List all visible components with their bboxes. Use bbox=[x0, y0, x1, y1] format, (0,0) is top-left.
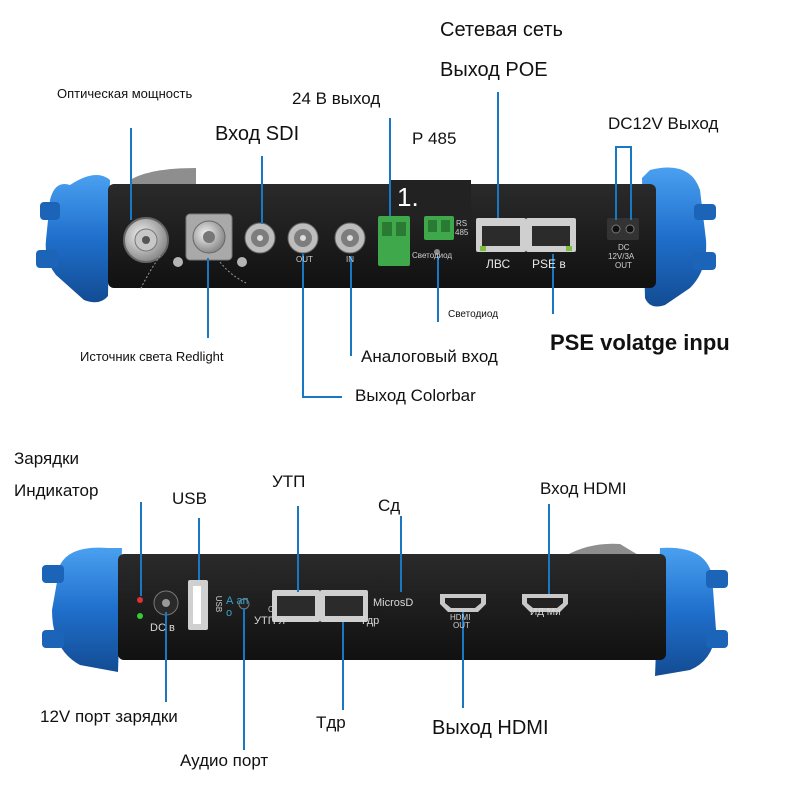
tag-number: 1. bbox=[391, 180, 471, 214]
callout-line bbox=[302, 254, 304, 398]
hdmi-out-print: OUT bbox=[453, 621, 470, 630]
dc-in-port[interactable] bbox=[153, 590, 179, 616]
tdr-print: Тдр bbox=[360, 615, 380, 627]
callout-line bbox=[165, 612, 167, 702]
hdmi-in-label: Вход HDMI bbox=[540, 479, 627, 498]
left-bumper-bottom bbox=[42, 547, 122, 672]
callout-line bbox=[462, 612, 464, 708]
hdmi-in-print: ИД Ми bbox=[530, 607, 561, 618]
callout-line bbox=[130, 128, 132, 220]
dc12v-out-port[interactable] bbox=[607, 218, 639, 240]
left-bumper bbox=[36, 175, 110, 303]
utp-label: УТП bbox=[272, 472, 306, 491]
audio-o-print: о bbox=[226, 607, 233, 619]
redlight-source-label: Источник света Redlight bbox=[80, 349, 224, 364]
rs485-terminal[interactable] bbox=[424, 216, 454, 255]
dc-out-print: OUT bbox=[615, 261, 632, 270]
callout-line bbox=[207, 258, 209, 338]
led-print: Светодиод bbox=[412, 251, 453, 260]
callout-line bbox=[615, 146, 632, 148]
callout-line bbox=[548, 504, 550, 594]
utp-s-print: С) bbox=[268, 605, 277, 614]
dc-rating-print: 12V/3A bbox=[608, 252, 635, 261]
charge-led-green bbox=[137, 613, 143, 619]
port-12v-label: 12V порт зарядки bbox=[40, 707, 178, 726]
pse-print: PSE в bbox=[532, 257, 566, 271]
analog-in-label: Аналоговый вход bbox=[361, 347, 498, 366]
callout-line bbox=[437, 256, 439, 322]
hdmi-print: HDMI bbox=[450, 613, 471, 622]
pse-port[interactable] bbox=[526, 218, 576, 252]
callout-line bbox=[140, 502, 142, 596]
usb-print: USB bbox=[214, 595, 224, 613]
colorbar-out-label: Выход Colorbar bbox=[355, 386, 476, 405]
callout-line bbox=[400, 516, 402, 592]
right-bumper-bottom bbox=[655, 547, 728, 676]
dc12v-out-label: DC12V Выход bbox=[608, 114, 719, 133]
tdr-label: Тдр bbox=[316, 713, 346, 732]
usb-port[interactable] bbox=[188, 580, 208, 630]
lan-print: ЛВС bbox=[486, 257, 511, 271]
indicator-label: Индикатор bbox=[14, 481, 99, 500]
callout-line bbox=[198, 518, 200, 580]
sdi-in-label: Вход SDI bbox=[215, 123, 300, 145]
redlight-port[interactable] bbox=[139, 213, 247, 291]
hdmi-out-port[interactable] bbox=[440, 594, 486, 612]
v24-terminal[interactable] bbox=[378, 216, 410, 266]
lan-port[interactable] bbox=[476, 218, 526, 252]
v24-out-label: 24 В выход bbox=[292, 89, 381, 108]
callout-line bbox=[630, 146, 632, 220]
sd-label: Сд bbox=[378, 496, 401, 515]
usb-label: USB bbox=[172, 489, 207, 508]
callout-line bbox=[389, 118, 391, 216]
network-title: Сетевая сеть bbox=[440, 19, 563, 41]
callout-line bbox=[302, 396, 342, 398]
callout-line bbox=[261, 156, 263, 224]
right-bumper bbox=[642, 167, 716, 307]
analog-bnc-port[interactable] bbox=[334, 222, 366, 254]
pse-voltage-label: PSE volatge inpu bbox=[550, 330, 730, 355]
callout-line bbox=[342, 622, 344, 710]
callout-line bbox=[243, 608, 245, 750]
callout-line bbox=[552, 254, 554, 314]
charge-led-red bbox=[137, 597, 143, 603]
sdi-bnc-port[interactable] bbox=[244, 222, 276, 254]
callout-line bbox=[497, 92, 499, 218]
utp-port[interactable] bbox=[272, 590, 320, 622]
bottom-panel-body bbox=[118, 554, 666, 660]
hdmi-out-label: Выход HDMI bbox=[432, 717, 549, 739]
charging-label: Зарядки bbox=[14, 449, 80, 468]
out-print: OUT bbox=[296, 255, 313, 264]
audio-port-label: Аудио порт bbox=[180, 751, 269, 770]
optical-power-label: Оптическая мощность bbox=[57, 86, 193, 101]
utp-print: УТП л bbox=[254, 615, 286, 627]
tdr-port[interactable] bbox=[320, 590, 368, 622]
rs485-print: 485 bbox=[455, 228, 469, 237]
callout-line bbox=[350, 256, 352, 356]
in-print: IN bbox=[346, 255, 354, 264]
rs-print: RS bbox=[456, 219, 468, 228]
dc-print: DC bbox=[618, 243, 630, 252]
callout-line bbox=[297, 506, 299, 592]
led-callout-label: Светодиод bbox=[448, 309, 499, 320]
callout-line bbox=[615, 146, 617, 220]
colorbar-bnc-port[interactable] bbox=[287, 222, 319, 254]
rs485-label: Р 485 bbox=[412, 129, 457, 148]
hdmi-in-port[interactable] bbox=[522, 594, 568, 612]
optical-power-port[interactable] bbox=[123, 217, 169, 263]
audio-a-print: А ап bbox=[226, 595, 249, 607]
microsd-print: MicrosD bbox=[373, 597, 414, 609]
poe-out-label: Выход POE bbox=[440, 59, 548, 81]
dc-in-print: DC в bbox=[150, 622, 175, 634]
